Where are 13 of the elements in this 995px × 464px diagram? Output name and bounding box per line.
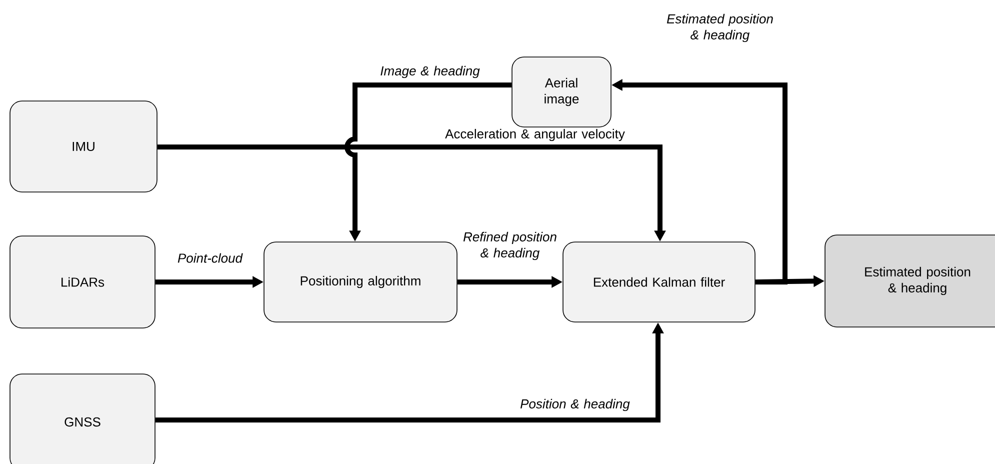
process-box: Estimated position & heading — [824, 234, 995, 328]
process-box: GNSS — [10, 374, 156, 464]
process-box: IMU — [10, 100, 158, 192]
process-box: Extended Kalman filter — [562, 242, 756, 322]
process-box: Aerial image — [512, 56, 612, 128]
edge-label: Acceleration & angular velocity — [445, 128, 625, 142]
edge-label: Estimated position & heading — [666, 14, 773, 42]
edge-label: Point-cloud — [178, 253, 243, 263]
process-box: Positioning algorithm — [264, 242, 458, 322]
edge-label: Refined position & heading — [463, 232, 556, 260]
edge-label: Image & heading — [380, 66, 480, 78]
process-box: LiDARs — [10, 236, 156, 328]
edge-label: Position & heading — [520, 398, 630, 412]
